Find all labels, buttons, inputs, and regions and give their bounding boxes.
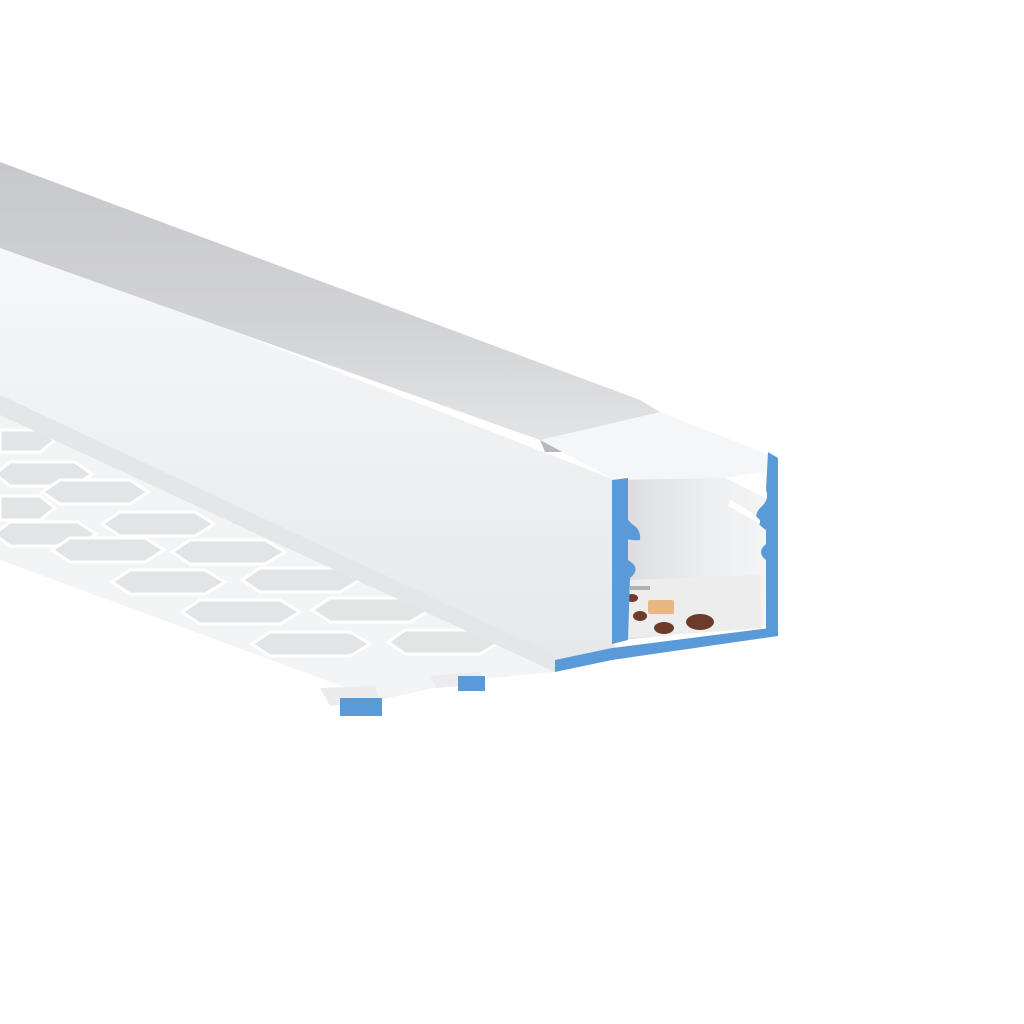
flange-tabs bbox=[320, 672, 485, 716]
led-chip bbox=[648, 600, 674, 614]
profile-body bbox=[0, 240, 615, 672]
inner-channel bbox=[615, 478, 770, 640]
resistor bbox=[686, 614, 714, 630]
profile-top-rim bbox=[540, 412, 775, 480]
right-lip-highlight bbox=[728, 500, 760, 524]
profile-cross-section bbox=[555, 452, 778, 672]
led-strip bbox=[626, 575, 762, 638]
mesh-holes bbox=[0, 428, 503, 658]
